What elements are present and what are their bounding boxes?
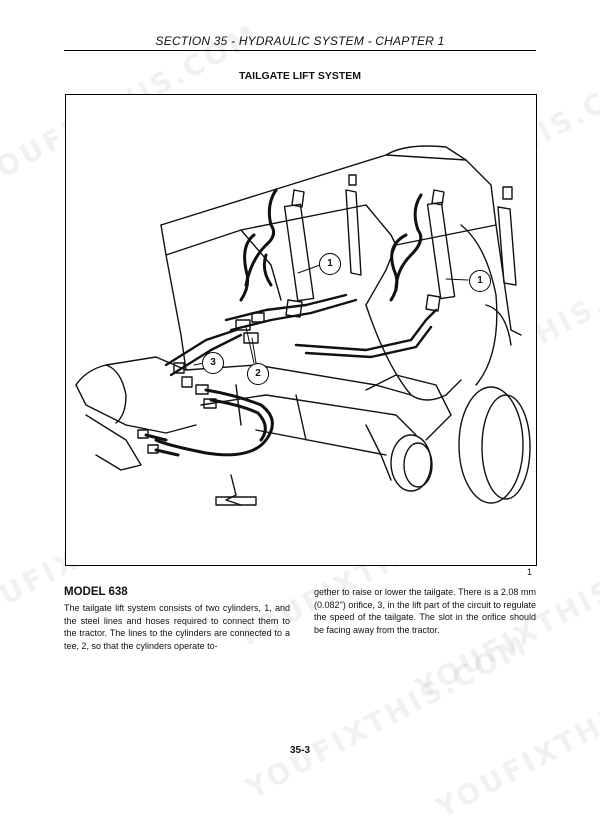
- callout-orifice: 3: [202, 352, 224, 374]
- tailgate-lift-illustration: 1 1 2 3: [65, 94, 537, 566]
- figure-number: 1: [527, 567, 533, 577]
- callout-cylinder-left: 1: [319, 253, 341, 275]
- page-number: 35-3: [289, 745, 310, 756]
- figure-title: TAILGATE LIFT SYSTEM: [238, 70, 362, 82]
- section-header: SECTION 35 - HYDRAULIC SYSTEM - CHAPTER …: [155, 34, 445, 48]
- body-text-left: The tailgate lift system consists of two…: [64, 603, 290, 651]
- watermark: YOUFIXTHIS.COM: [430, 648, 600, 825]
- model-heading: MODEL 638: [64, 586, 128, 598]
- watermark: YOUFIXTHIS.COM: [240, 628, 535, 805]
- body-text-right: gether to raise or lower the tailgate. T…: [314, 587, 536, 635]
- callout-tee: 2: [247, 363, 269, 385]
- callout-cylinder-right: 1: [469, 270, 491, 292]
- header-divider: [64, 50, 536, 51]
